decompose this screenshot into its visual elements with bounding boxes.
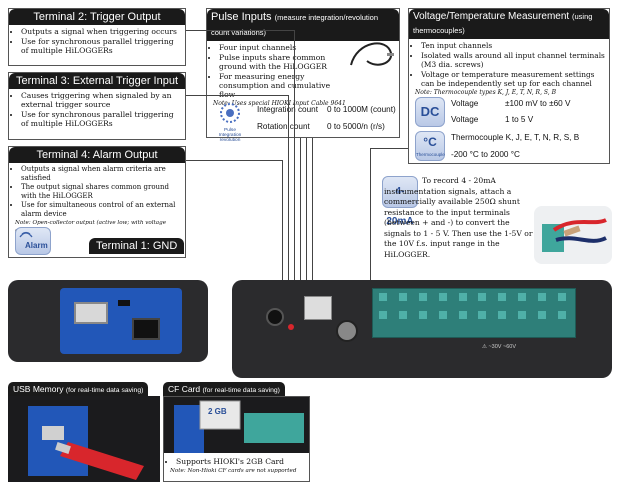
pulse-list: Four input channels Pulse inputs share c… [207, 41, 351, 99]
device-side-view [8, 280, 208, 362]
list-item: For measuring energy consumption and cum… [219, 72, 347, 99]
ma-icon: 4-20mA [382, 176, 418, 227]
list-item: Outputs a signal when triggering occurs [21, 27, 181, 36]
thermocouple-icon: °C Thermocouple [415, 131, 445, 161]
terminal4-title: Terminal 4: Alarm Output [9, 147, 185, 163]
terminal3-title: Terminal 3: External Trigger Input [9, 73, 185, 89]
leader-line [370, 148, 371, 280]
list-item: Outputs a signal when alarm criteria are… [21, 165, 181, 182]
lan-port[interactable] [132, 318, 160, 340]
alarm-led [288, 324, 294, 330]
voltage-note: Note: Thermocouple types K, J, E, T, N, … [415, 89, 556, 96]
leader-line [370, 148, 408, 149]
leader-line [186, 95, 288, 96]
voltage-rating: ⚠ ~30V ~60V [482, 344, 516, 350]
dc-row1-label: Voltage [451, 99, 479, 108]
list-item: Supports HIOKI's 2GB Card [176, 457, 284, 466]
leader-line [300, 138, 301, 280]
dc-row2-value: 1 to 5 V [505, 115, 534, 124]
leader-line [186, 30, 294, 31]
cf-panel: 2 GB Supports HIOKI's 2GB Card Note: Non… [163, 396, 310, 482]
thermo-row1: Thermocouple K, J, E, T, N, R, S, B [451, 133, 580, 142]
gnd-terminal[interactable] [266, 308, 284, 326]
list-item: Causes triggering when signaled by an ex… [21, 91, 181, 109]
terminal3-list: Causes triggering when signaled by an ex… [9, 89, 185, 128]
list-item: Four input channels [219, 43, 347, 52]
pulse-note: Note: Uses special HIOKI Input Cable 964… [213, 100, 346, 107]
usb-port[interactable] [74, 302, 108, 324]
usb-title: USB Memory (for real-time data saving) [8, 382, 149, 398]
pulse-cable-icon [350, 42, 394, 66]
list-item: The output signal shares common ground w… [21, 183, 181, 200]
shunt-resistor-photo [534, 206, 612, 264]
pulse-rotation-value: 0 to 5000/n (r/s) [327, 122, 385, 131]
usb-photo [8, 396, 160, 482]
leader-line [306, 138, 307, 280]
pulse-rotation-label: Rotation count [257, 122, 310, 131]
voltage-panel: Voltage/Temperature Measurement (using t… [408, 8, 610, 164]
leader-line [186, 160, 282, 161]
leader-line [294, 30, 295, 280]
cf-title: CF Card (for real-time data saving) [163, 382, 285, 398]
alarm-icon: Alarm [15, 227, 51, 255]
pulse-integration-icon: Pulse Integration revolution [213, 102, 247, 143]
thermo-row2: -200 °C to 2000 °C [451, 150, 520, 159]
terminal2-panel: Terminal 2: Trigger Output Outputs a sig… [8, 8, 186, 66]
dc-voltage-icon: DC V [415, 97, 445, 147]
terminal2-list: Outputs a signal when triggering occurs … [9, 25, 185, 55]
terminal4-panel: Terminal 4: Alarm Output Outputs a signa… [8, 146, 186, 258]
mini-usb-port[interactable] [118, 300, 130, 306]
device-terminal-view: ⚠ ~30V ~60V [232, 280, 612, 378]
terminal4-list: Outputs a signal when alarm criteria are… [9, 163, 185, 218]
leader-line [312, 138, 313, 280]
dc-row1-value: ±100 mV to ±60 V [505, 99, 571, 108]
trigger-terminal-block[interactable] [304, 296, 332, 320]
list-item: Ten input channels [421, 41, 605, 50]
cf-note: Note: Non-Hioki CF cards are not support… [170, 468, 297, 474]
pulse-connector[interactable] [336, 320, 358, 342]
leader-line [288, 95, 289, 280]
list-item: Isolated walls around all input channel … [421, 51, 605, 69]
pulse-panel: Pulse Inputs (measure integration/revolu… [206, 8, 400, 143]
pulse-integration-value: 0 to 1000M (count) [327, 105, 396, 114]
leader-line [282, 160, 283, 280]
cf-list: Supports HIOKI's 2GB Card [164, 455, 288, 467]
voltage-title: Voltage/Temperature Measurement (using t… [409, 9, 609, 39]
voltage-list: Ten input channels Isolated walls around… [409, 39, 609, 88]
terminal2-title: Terminal 2: Trigger Output [9, 9, 185, 25]
list-item: Use for synchronous parallel triggering … [21, 37, 181, 55]
terminal3-panel: Terminal 3: External Trigger Input Cause… [8, 72, 186, 140]
pulse-title: Pulse Inputs (measure integration/revolu… [207, 9, 399, 41]
terminal-screws [378, 292, 568, 332]
list-item: Voltage or temperature measurement setti… [421, 70, 605, 88]
ma-description: To record 4 - 20mA instrumentation signa… [384, 176, 533, 259]
list-item: Use for simultaneous control of an exter… [21, 201, 181, 218]
cf-card-label: 2 GB [208, 407, 227, 416]
dc-row2-label: Voltage [451, 115, 479, 124]
pulse-integration-label: Integration count [257, 105, 318, 114]
terminal1-label: Terminal 1: GND [89, 238, 185, 254]
list-item: Pulse inputs share common ground with th… [219, 53, 347, 71]
cf-photo [164, 397, 309, 453]
list-item: Use for synchronous parallel triggering … [21, 110, 181, 128]
